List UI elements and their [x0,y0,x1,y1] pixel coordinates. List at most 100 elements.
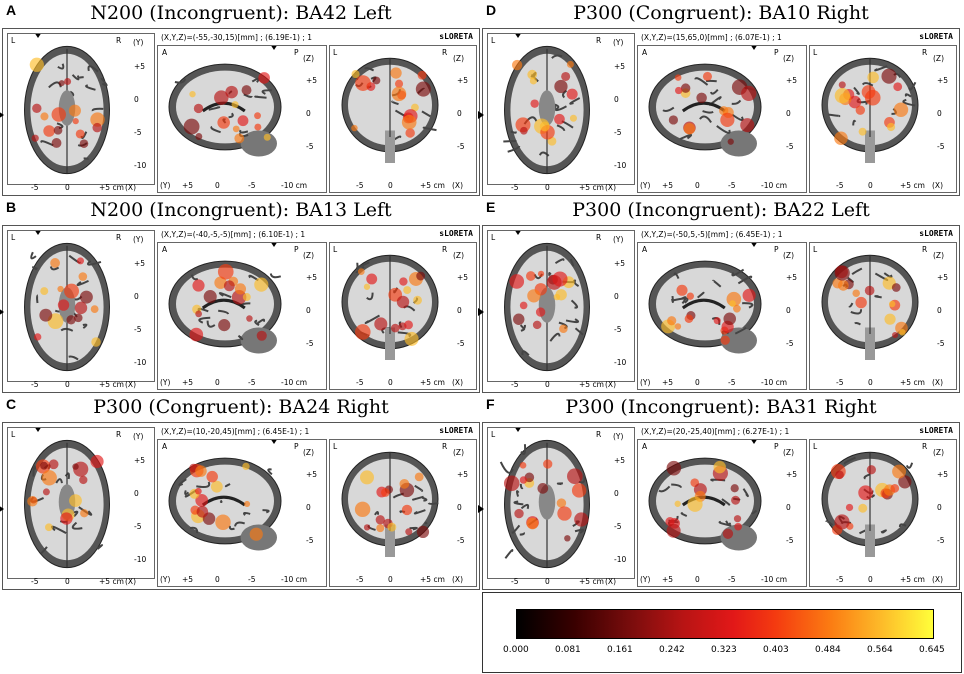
activation-blob [713,317,721,325]
activation-blob [51,107,66,122]
gyrus [198,316,211,324]
z-tick: +5 [457,470,469,479]
slice-marker [750,243,758,247]
activation-blob [667,316,677,326]
posterior-label: P [774,48,779,57]
z-tick: 0 [786,109,791,118]
gyrus [422,126,437,132]
panel-letter: E [486,199,496,215]
sagittal-slice-image [648,63,762,157]
activation-blob [33,333,42,341]
axial-x-tick: -5 [31,380,39,389]
y-tick: -10 [614,161,627,170]
activation-blob [32,103,42,114]
activation-blob [861,85,876,99]
gyrus [521,350,530,356]
sag-y-tick: 0 [215,378,220,387]
activation-blob [530,99,539,108]
activation-blob [413,295,422,305]
gyrus [702,110,714,114]
activation-blob [394,79,404,88]
slice-marker [514,231,522,235]
colorbar-tick: 0.242 [659,645,685,655]
coordinate-readout: (X,Y,Z)=(10,-20,45)[mm] ; (6.45E-1) ; 1 [161,427,310,436]
activation-blob [513,313,525,325]
x-axis-label: (X) [452,181,463,190]
anterior-label: A [162,442,168,451]
gyrus [208,106,221,111]
activation-blob [29,57,44,72]
gyrus [91,107,104,112]
activation-blob [357,268,365,275]
sag-y-tick: -10 cm [761,181,788,190]
x-axis-label: (X) [605,183,616,192]
activation-blob [45,523,53,532]
activation-blob [401,114,417,130]
coordinate-readout: (X,Y,Z)=(15,65,0)[mm] ; (6.07E-1) ; 1 [641,33,782,42]
activation-blob [68,104,81,117]
activation-blob [42,488,50,496]
sagittal-slice-image [168,63,282,157]
activation-blob [571,483,587,498]
y-tick: -5 [134,128,142,137]
right-label: R [442,245,448,254]
right-label: R [442,48,448,57]
axial-x-tick: 0 [545,183,550,192]
gyrus [82,323,88,329]
gyrus [78,506,93,516]
gyrus [751,509,758,515]
activation-blob [867,71,879,84]
y-tick: -10 [614,358,627,367]
axial-slice-image [499,439,590,569]
activation-blob [254,277,269,292]
activation-blob [514,508,524,519]
activation-blob [884,313,896,325]
activation-blob [668,115,679,125]
y-tick: -10 [134,358,147,367]
activation-blob [374,317,388,331]
right-label: R [116,233,122,242]
brainstem [385,524,395,557]
panel-title: P300 (Incongruent): BA31 Right [565,396,877,418]
activation-blob [535,307,546,317]
gyrus [218,292,232,299]
gyrus [424,521,428,525]
colorbar-tick: 0.323 [711,645,737,655]
z-axis-label: (Z) [453,251,464,260]
gyrus [184,490,190,496]
gyrus [421,110,431,118]
axial-x-tick: +5 cm [579,183,604,192]
z-axis-label: (Z) [303,251,314,260]
activation-blob [258,72,270,84]
activation-blob [527,289,541,303]
activation-blob [731,495,741,505]
sag-y-tick: +5 [662,378,674,387]
sag-y-tick: +5 [182,181,194,190]
gyrus [427,502,439,505]
activation-blob [864,285,875,296]
activation-blob [79,139,89,148]
gyrus [716,125,731,134]
activation-blob [527,69,538,80]
white-matter [656,464,754,538]
gyrus [71,521,83,530]
gyrus [210,125,221,134]
activation-blob [90,305,99,313]
right-label: R [442,442,448,451]
gyrus [364,314,380,325]
activation-blob [415,81,431,97]
sloreta-label: sLORETA [439,32,473,41]
sagittal-slice-image [648,260,762,354]
sag-y-tick: -10 cm [281,575,308,584]
activation-blob [27,496,38,507]
left-label: L [491,430,496,439]
activation-blob [195,133,203,140]
sag-y-tick: 0 [695,575,700,584]
cor-x-tick: +5 cm [900,181,925,190]
activation-blob [740,118,755,133]
z-tick: 0 [937,109,942,118]
